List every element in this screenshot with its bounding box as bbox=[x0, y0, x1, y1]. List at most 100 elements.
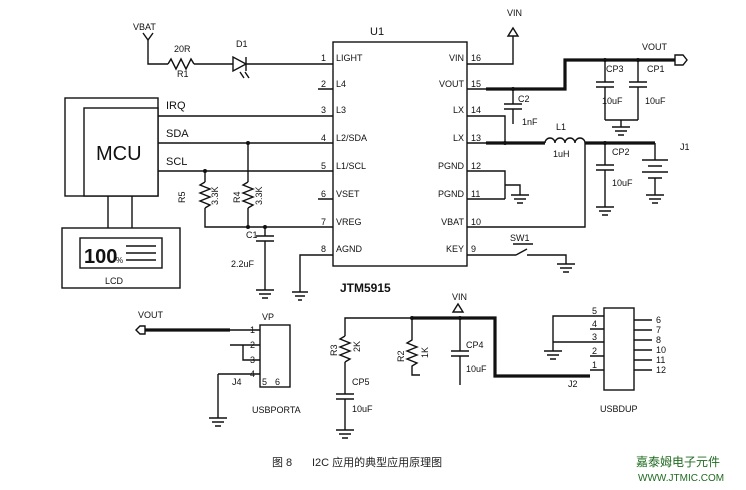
pin-name-agnd: AGND bbox=[336, 244, 363, 254]
usb-dup: 5 4 3 2 1 6 7 8 10 11 12 J2 USBDUP bbox=[544, 306, 666, 414]
pin-name-light: LIGHT bbox=[336, 53, 363, 63]
pin-name-key: KEY bbox=[446, 244, 464, 254]
figure-caption: 图 8 I2C 应用的典型应用原理图 bbox=[272, 455, 442, 469]
net-label-vbat: VBAT bbox=[133, 22, 156, 32]
vin-arrow-icon bbox=[451, 302, 465, 313]
pin-name-l1-scl: L1/SCL bbox=[336, 161, 366, 171]
ground-icon bbox=[256, 289, 274, 299]
usb-dup-pin-11: 11 bbox=[656, 355, 665, 365]
pin-num-1: 1 bbox=[321, 53, 326, 63]
usb-dup-pin-6: 6 bbox=[656, 315, 661, 325]
usb-dup-pin-1: 1 bbox=[592, 360, 597, 370]
c1-value: 2.2uF bbox=[231, 259, 255, 269]
resistor-r5-icon bbox=[198, 181, 212, 209]
c2-value: 1nF bbox=[522, 117, 538, 127]
pgnd-vbat-key: SW1 bbox=[486, 143, 586, 273]
pin-name-l3: L3 bbox=[336, 105, 346, 115]
r4-value: 3.3K bbox=[254, 186, 264, 205]
resistor-r3-icon bbox=[338, 335, 352, 363]
ground-icon bbox=[596, 206, 614, 216]
inductor-l1-icon bbox=[544, 137, 586, 144]
watermark-url: WWW.JTMIC.COM bbox=[638, 473, 724, 484]
pin-num-8: 8 bbox=[321, 244, 326, 254]
ic-right-pins: VIN VOUT LX LX PGND PGND VBAT KEY 16 15 … bbox=[438, 53, 486, 256]
resistor-r4-icon bbox=[241, 181, 255, 209]
cp3-value: 10uF bbox=[602, 96, 623, 106]
net-label-vin-top: VIN bbox=[507, 8, 522, 18]
r1-value: 20R bbox=[174, 44, 191, 54]
r2-value: 1K bbox=[420, 347, 430, 358]
pin-num-11: 11 bbox=[471, 189, 480, 199]
r3-feed-wire bbox=[344, 317, 412, 336]
cp5-ref: CP5 bbox=[352, 377, 370, 387]
capacitor-cp5-icon bbox=[336, 362, 354, 430]
cp2-value: 10uF bbox=[612, 178, 633, 188]
cp1-value: 10uF bbox=[645, 96, 666, 106]
lcd-block: 100 % LCD bbox=[61, 227, 181, 289]
lcd-unit: % bbox=[116, 256, 123, 265]
ic-ref: U1 bbox=[370, 26, 384, 38]
vbat-led-circuit: VBAT 20R R1 D1 bbox=[133, 22, 318, 79]
pgnd-wire bbox=[486, 170, 506, 200]
pin-num-13: 13 bbox=[471, 133, 481, 143]
usb-a-shield-5: 5 bbox=[262, 377, 267, 387]
usb-dup-pin-8: 8 bbox=[656, 335, 661, 345]
lcd-digits: 100 bbox=[84, 246, 117, 268]
pin-num-6: 6 bbox=[321, 189, 326, 199]
usb-a-pin-3: 3 bbox=[250, 355, 255, 365]
battery-j1-icon bbox=[642, 143, 668, 195]
pin-num-2: 2 bbox=[321, 79, 326, 89]
capacitor-cp1-icon bbox=[629, 60, 647, 120]
cp4-ref: CP4 bbox=[466, 340, 484, 350]
l1-ref: L1 bbox=[556, 122, 566, 132]
watermark: 嘉泰姆电子元件 WWW.JTMIC.COM bbox=[636, 455, 724, 484]
pin-name-vreg: VREG bbox=[336, 217, 362, 227]
mcu-body bbox=[83, 107, 159, 197]
switch-sw1-icon bbox=[513, 243, 533, 256]
usb-dup-pin-4: 4 bbox=[592, 319, 597, 329]
ic-part-number: JTM5915 bbox=[340, 281, 391, 295]
j1-ref: J1 bbox=[680, 142, 690, 152]
net-label-vin-bottom: VIN bbox=[452, 292, 467, 302]
ground-icon bbox=[336, 429, 354, 439]
caption-text: I2C 应用的典型应用原理图 bbox=[312, 455, 442, 469]
pin-num-10: 10 bbox=[471, 217, 481, 227]
pin-name-pgnd-12: PGND bbox=[438, 161, 465, 171]
usb-dup-pin-7: 7 bbox=[656, 325, 661, 335]
agnd-ground-icon bbox=[292, 254, 318, 301]
capacitor-cp4-icon bbox=[451, 318, 469, 385]
pin-num-5: 5 bbox=[321, 161, 326, 171]
ground-icon bbox=[530, 254, 575, 273]
cp2-ref: CP2 bbox=[612, 147, 630, 157]
pin-num-7: 7 bbox=[321, 217, 326, 227]
signal-sda: SDA bbox=[166, 128, 189, 140]
watermark-chinese: 嘉泰姆电子元件 bbox=[636, 455, 720, 469]
pin-num-14: 14 bbox=[471, 105, 481, 115]
usb-dup-label: USBDUP bbox=[600, 404, 638, 414]
r4-ref: R4 bbox=[232, 191, 242, 203]
lcd-segment-icons bbox=[126, 245, 156, 261]
j4-ref: J4 bbox=[232, 377, 242, 387]
led-emission-icon bbox=[239, 71, 250, 79]
vout-port-icon bbox=[674, 54, 688, 66]
ic-left-pins: LIGHT L4 L3 L2/SDA L1/SCL VSET VREG AGND… bbox=[318, 53, 367, 256]
usb-dup-right-pins bbox=[634, 319, 652, 371]
left-pin-stubs bbox=[318, 63, 333, 256]
vbat-feed-wire bbox=[486, 143, 586, 228]
net-label-vout-left: VOUT bbox=[138, 310, 164, 320]
mcu-lcd-link bbox=[107, 196, 133, 228]
pin-name-l4: L4 bbox=[336, 79, 346, 89]
vout-thick-wire bbox=[486, 58, 675, 91]
vout-network: VOUT CP3 CP1 10uF 10uF bbox=[486, 42, 688, 136]
pin-name-vout: VOUT bbox=[439, 79, 465, 89]
signal-scl: SCL bbox=[166, 156, 187, 168]
r1-ref: R1 bbox=[177, 69, 189, 79]
pin-num-15: 15 bbox=[471, 79, 481, 89]
mcu-block: MCU IRQ SDA SCL bbox=[64, 97, 318, 228]
pin-name-vin: VIN bbox=[449, 53, 464, 63]
pin-num-12: 12 bbox=[471, 161, 481, 171]
r5-ref: R5 bbox=[177, 191, 187, 203]
mcu-label: MCU bbox=[96, 143, 142, 165]
capacitor-cp3-icon bbox=[596, 60, 614, 120]
d1-ref: D1 bbox=[236, 39, 248, 49]
